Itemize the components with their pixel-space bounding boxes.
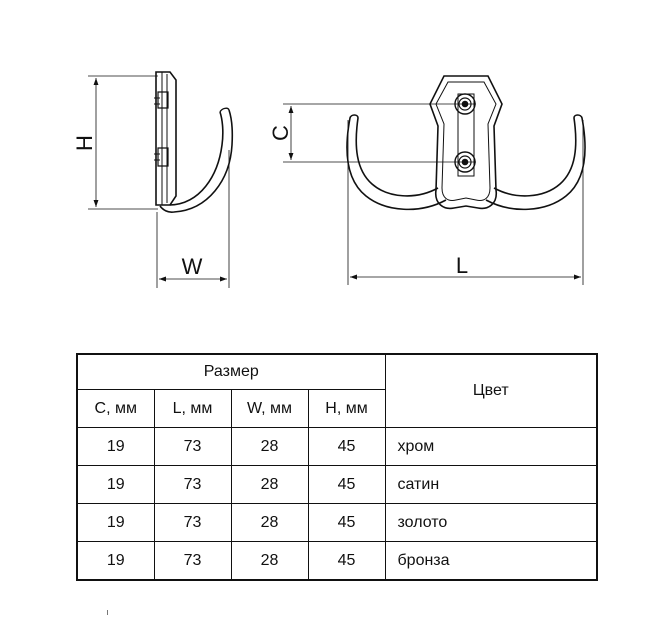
cell-c: 19: [76, 503, 155, 542]
length-label: L: [456, 253, 468, 278]
width-label: W: [182, 254, 203, 279]
cell-h: 45: [307, 503, 386, 542]
cell-color: бронза: [384, 541, 598, 581]
cell-l: 73: [153, 503, 232, 542]
size-color-table: Размер Цвет C, мм L, мм W, мм H, мм 19 7…: [76, 353, 598, 581]
cell-l: 73: [153, 541, 232, 581]
column-header-w: W, мм: [230, 389, 309, 428]
cell-c: 19: [76, 541, 155, 581]
front-mounting-plate: [429, 75, 503, 210]
side-view: [154, 71, 234, 213]
front-hook-right: [485, 114, 586, 211]
height-dimension: [88, 75, 158, 210]
cell-c: 19: [76, 465, 155, 504]
table-row: 19 73 28 45 хром: [76, 427, 598, 466]
cell-l: 73: [153, 427, 232, 466]
spacing-label: C: [268, 125, 293, 141]
column-header-l: L, мм: [153, 389, 232, 428]
column-header-c: C, мм: [76, 389, 155, 428]
cell-w: 28: [230, 465, 309, 504]
size-group-header: Размер: [76, 353, 386, 390]
column-header-h: H, мм: [307, 389, 386, 428]
cell-color: сатин: [384, 465, 598, 504]
cell-l: 73: [153, 465, 232, 504]
cell-h: 45: [307, 465, 386, 504]
hook-dimension-drawing: H W C: [72, 71, 586, 288]
height-label: H: [72, 135, 97, 151]
length-dimension: [347, 120, 584, 285]
side-mounting-plate: [155, 71, 177, 206]
table-row: 19 73 28 45 бронза: [76, 541, 598, 581]
cell-w: 28: [230, 541, 309, 581]
side-hook-arm: [169, 111, 224, 206]
cell-color: хром: [384, 427, 598, 466]
cell-h: 45: [307, 427, 386, 466]
side-screw-notch-top: [157, 91, 169, 109]
color-header: Цвет: [384, 353, 598, 428]
table-row: 19 73 28 45 сатин: [76, 465, 598, 504]
width-dimension: [156, 150, 230, 288]
cell-h: 45: [307, 541, 386, 581]
cell-color: золото: [384, 503, 598, 542]
cell-w: 28: [230, 503, 309, 542]
stray-mark: [107, 610, 108, 615]
front-view: [346, 75, 586, 211]
table-row: 19 73 28 45 золото: [76, 503, 598, 542]
cell-w: 28: [230, 427, 309, 466]
cell-c: 19: [76, 427, 155, 466]
front-hook-left: [346, 114, 447, 211]
spacing-dimension: [283, 103, 476, 163]
